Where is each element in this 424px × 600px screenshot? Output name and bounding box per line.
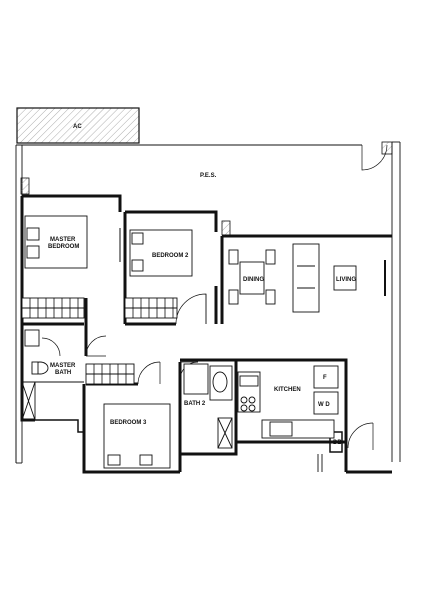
bath2-fixtures	[183, 363, 233, 449]
label-kitchen: KITCHEN	[274, 387, 301, 393]
label-db: DB	[333, 440, 342, 446]
label-master-bedroom-1: MASTER	[50, 237, 76, 243]
walls	[16, 194, 392, 474]
beds	[24, 215, 193, 469]
kitchen-fixtures	[237, 365, 339, 439]
room-labels: AC P.E.S. MASTER BEDROOM BEDROOM 2 DININ…	[48, 124, 356, 446]
label-ac: AC	[73, 124, 82, 130]
label-dining: DINING	[243, 277, 264, 283]
label-bedroom-3: BEDROOM 3	[110, 420, 147, 426]
wardrobes	[21, 297, 178, 385]
label-master-bath-1: MASTER	[50, 363, 76, 369]
label-bath-2: BATH 2	[184, 401, 206, 407]
master-bath-fixtures	[22, 329, 84, 383]
ac-ledge	[16, 107, 140, 144]
label-master-bedroom-2: BEDROOM	[48, 244, 79, 250]
label-living: LIVING	[336, 277, 356, 283]
label-fridge: F	[323, 375, 327, 381]
label-bedroom-2: BEDROOM 2	[152, 253, 189, 259]
label-master-bath-2: BATH	[55, 370, 71, 376]
label-pes: P.E.S.	[200, 173, 217, 179]
label-washer-dryer: W D	[318, 402, 330, 408]
dining-living-furniture	[228, 243, 357, 313]
